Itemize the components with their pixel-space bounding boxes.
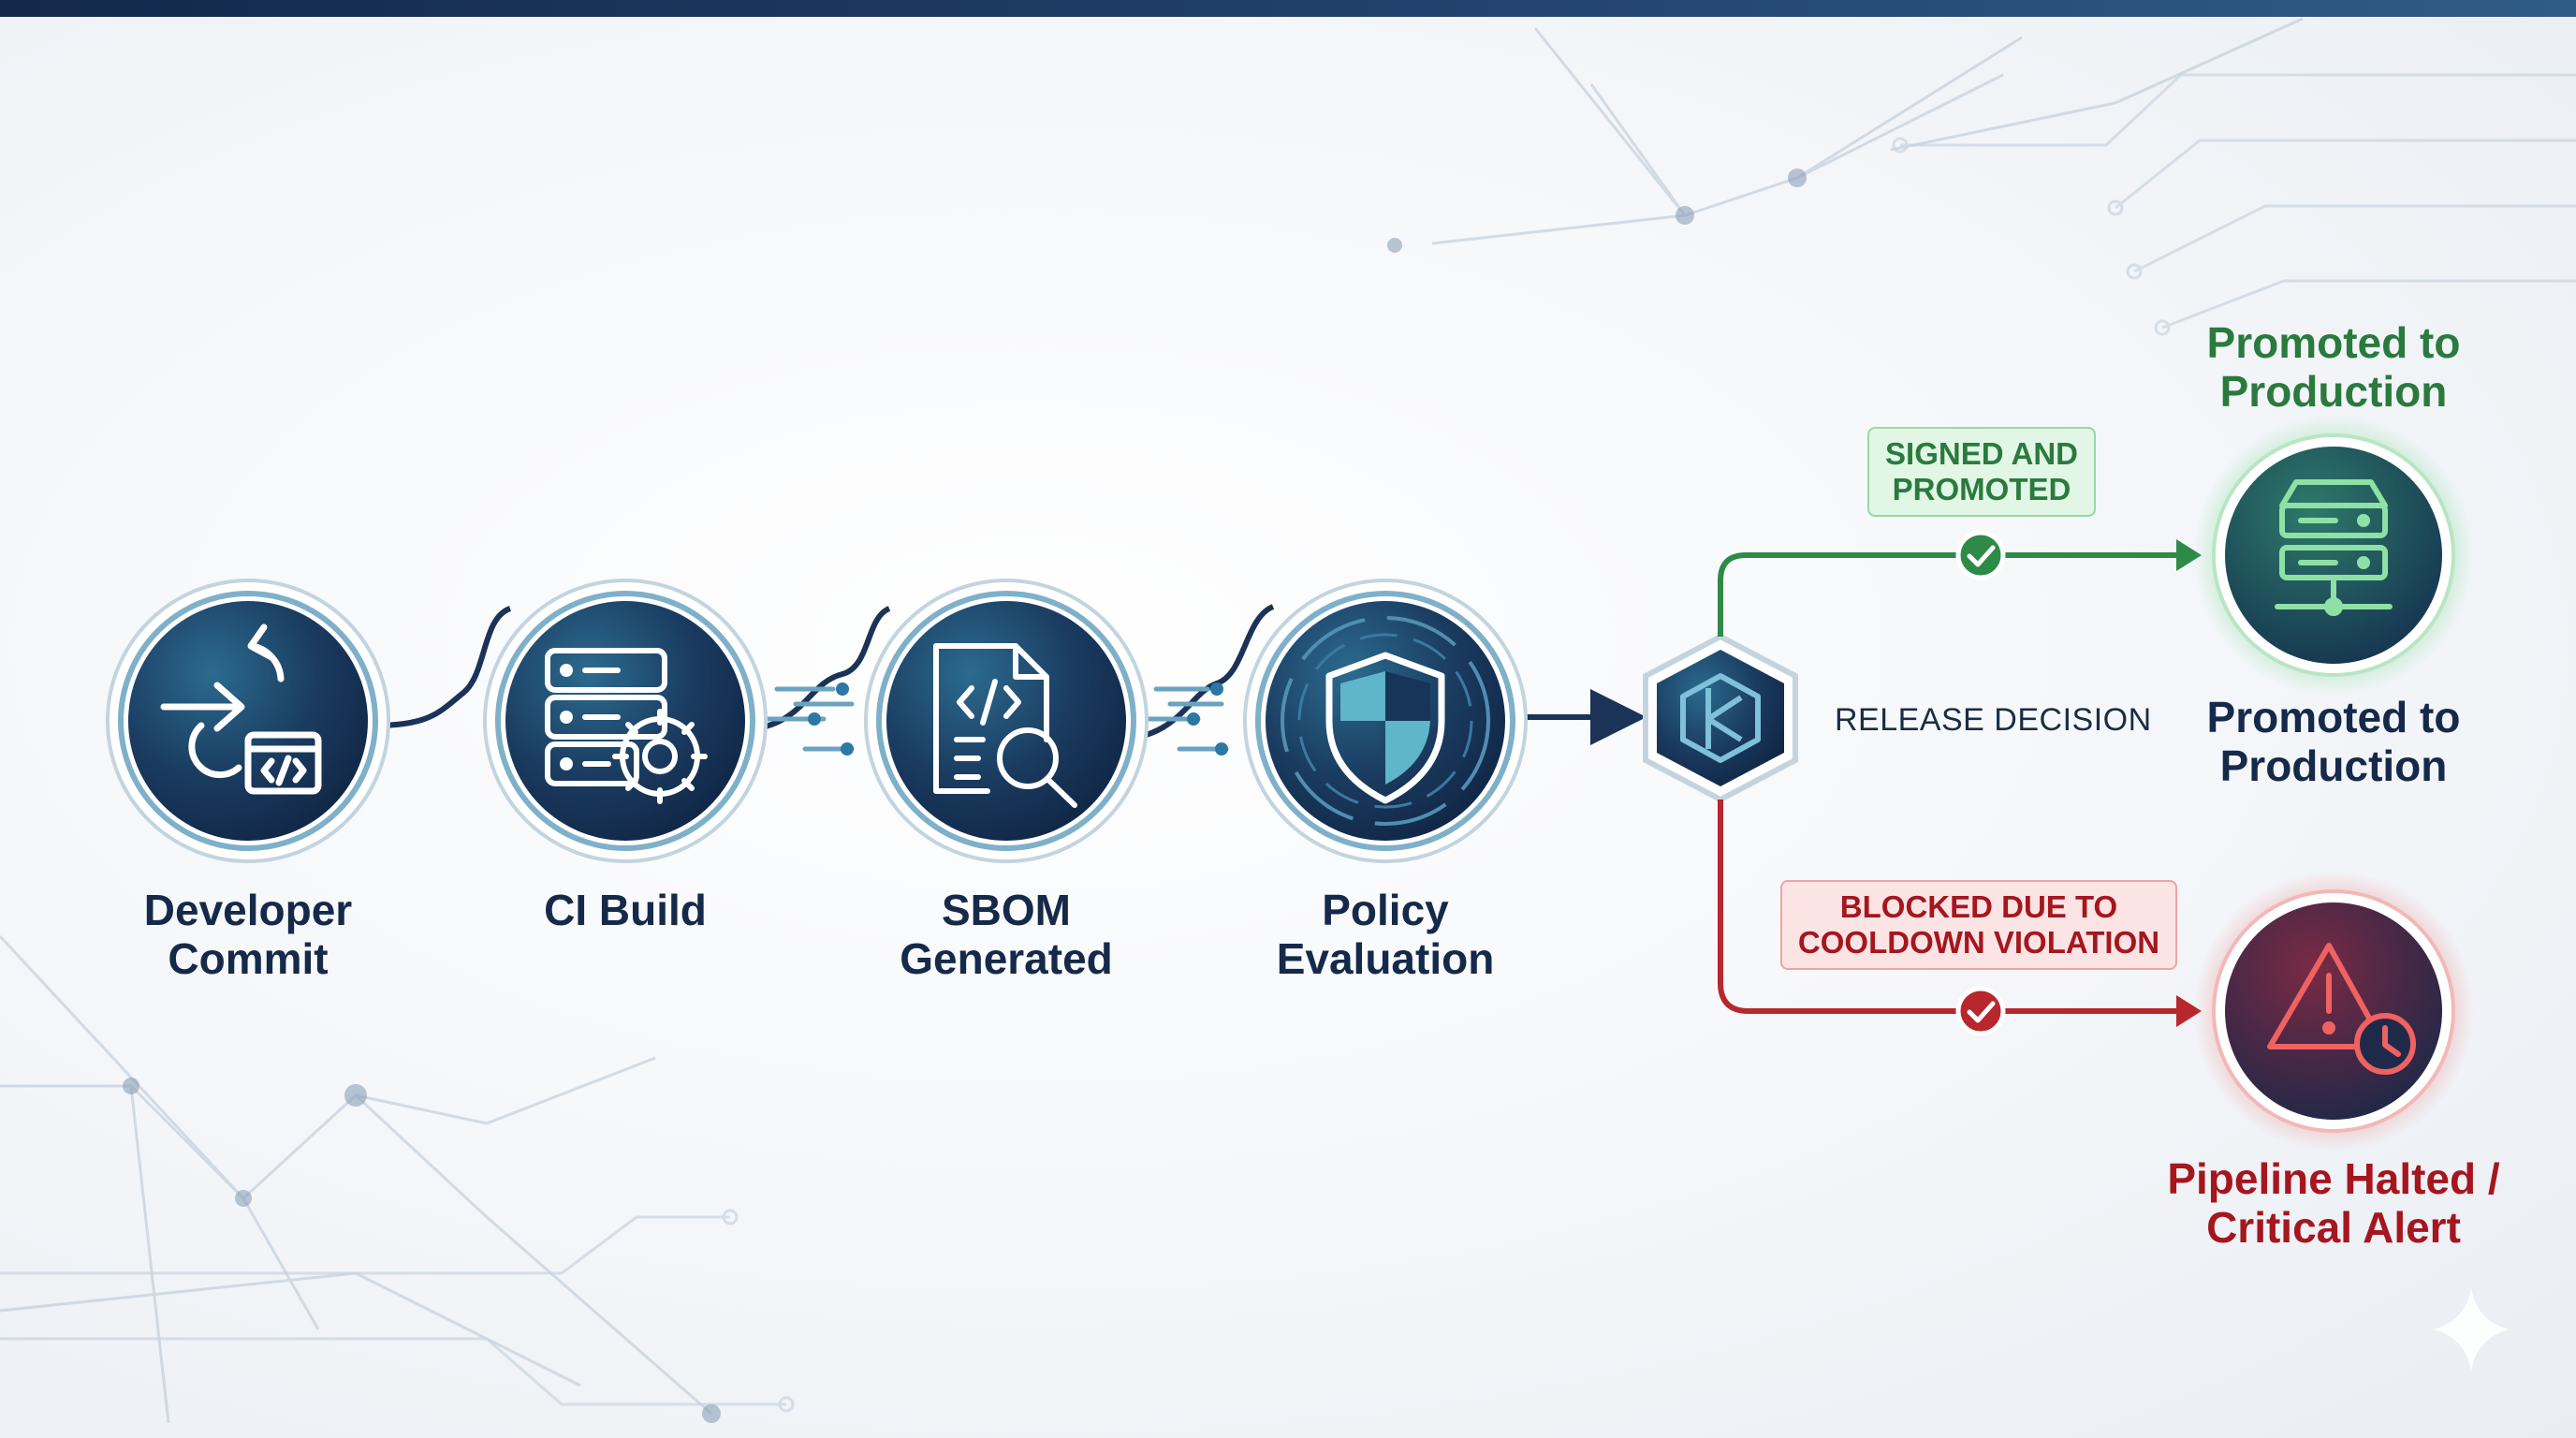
- release-decision-label: RELEASE DECISION: [1835, 702, 2152, 738]
- shield-icon: [1325, 652, 1445, 804]
- halted-node: [2193, 871, 2474, 1152]
- data-flow-dashes: [765, 686, 1229, 752]
- sparkle-icon: [2434, 1287, 2509, 1372]
- production-title-label: Promoted to Production: [2206, 318, 2461, 416]
- stage-label-build: CI Build: [544, 886, 707, 934]
- halted-label: Pipeline Halted / Critical Alert: [2167, 1154, 2500, 1252]
- stage-label-commit: Developer Commit: [143, 886, 353, 983]
- commit-arrows-code-icon: [160, 624, 322, 795]
- background-nodes: [123, 169, 1807, 1423]
- decision-node: [1643, 633, 1798, 803]
- server-gear-icon: [545, 648, 708, 804]
- stage-node-build: [483, 579, 768, 863]
- stage-node-commit: [106, 579, 390, 863]
- stage-node-sbom: [864, 579, 1149, 863]
- failure-check-icon: [1955, 986, 2006, 1036]
- stage-node-policy: [1243, 579, 1528, 863]
- success-check-icon: [1955, 530, 2006, 580]
- server-stack-icon: [2275, 479, 2393, 616]
- signed-promoted-badge: SIGNED AND PROMOTED: [1867, 427, 2096, 517]
- blocked-cooldown-badge: BLOCKED DUE TO COOLDOWN VIOLATION: [1780, 880, 2177, 970]
- stage-label-sbom: SBOM Generated: [900, 886, 1113, 983]
- failure-branch-path: [1718, 800, 2202, 1027]
- success-branch-path: [1718, 539, 2202, 637]
- data-flow-dots: [808, 682, 1228, 756]
- connector-commit-build: [373, 606, 512, 728]
- production-label: Promoted to Production: [2206, 693, 2461, 790]
- document-code-search-icon: [933, 643, 1077, 808]
- stage-label-policy: Policy Evaluation: [1276, 886, 1495, 983]
- warning-clock-icon: [2267, 943, 2416, 1075]
- production-node: [2193, 415, 2474, 696]
- top-accent-bar: [0, 0, 2576, 17]
- background-circuit-traces: [0, 73, 2576, 1413]
- hexagon-decision-icon: [1680, 673, 1761, 763]
